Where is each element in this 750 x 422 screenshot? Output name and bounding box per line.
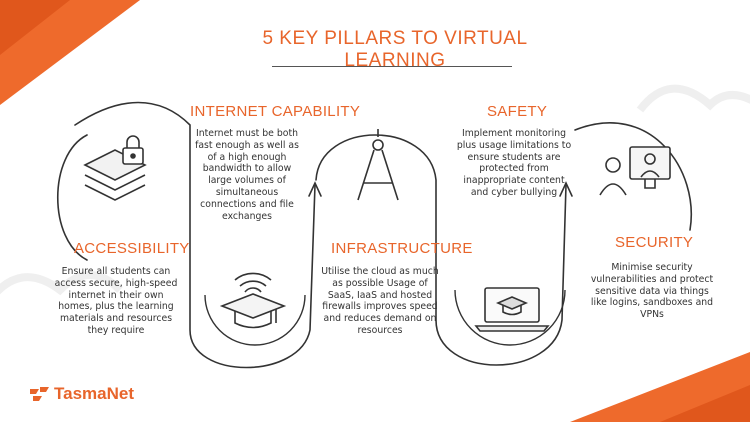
pillar-text-safety: Implement monitoring plus usage limitati… [456, 128, 572, 198]
arc-internet-bottom [204, 294, 306, 346]
flow-path-segment-2 [315, 134, 567, 366]
bg-cloud-left [0, 271, 123, 296]
pillar-text-infrastructure: Utilise the cloud as much as possible Us… [321, 266, 439, 336]
tasmanet-logo-mark-icon [30, 387, 49, 401]
pillar-text-internet-capability: Internet must be both fast enough as wel… [195, 128, 299, 222]
flow-path-arrow-1 [308, 181, 322, 197]
pillar-heading-safety: SAFETY [487, 103, 548, 120]
flow-path-start [56, 134, 88, 261]
video-call-icon [599, 146, 671, 196]
arc-safety-bottom [454, 289, 566, 346]
pillar-text-security: Minimise security vulnerabilities and pr… [590, 262, 714, 321]
pillar-heading-accessibility: ACCESSIBILITY [74, 240, 190, 257]
page-title: 5 KEY PILLARS TO VIRTUAL LEARNING [262, 28, 528, 71]
compass-icon [357, 129, 399, 201]
pillar-text-accessibility: Ensure all students can access secure, h… [54, 266, 178, 336]
flow-path-arrow-2 [559, 181, 573, 197]
top-left-orange-triangle-dark [0, 0, 70, 55]
logo-text: TasmaNet [54, 384, 134, 403]
pillar-heading-infrastructure: INFRASTRUCTURE [331, 240, 473, 257]
graduation-cap-wifi-icon [219, 272, 287, 329]
laptop-graduation-icon [474, 287, 550, 332]
title-underline [272, 66, 512, 67]
bottom-right-orange-triangle-dark [660, 385, 750, 422]
tasmanet-logo: TasmaNet [30, 384, 134, 404]
bg-cloud-right [636, 84, 750, 113]
pillar-heading-security: SECURITY [615, 234, 694, 251]
flow-path-segment-1 [74, 101, 316, 369]
pillar-heading-internet-capability: INTERNET CAPABILITY [190, 103, 361, 120]
layers-lock-icon [83, 135, 147, 201]
